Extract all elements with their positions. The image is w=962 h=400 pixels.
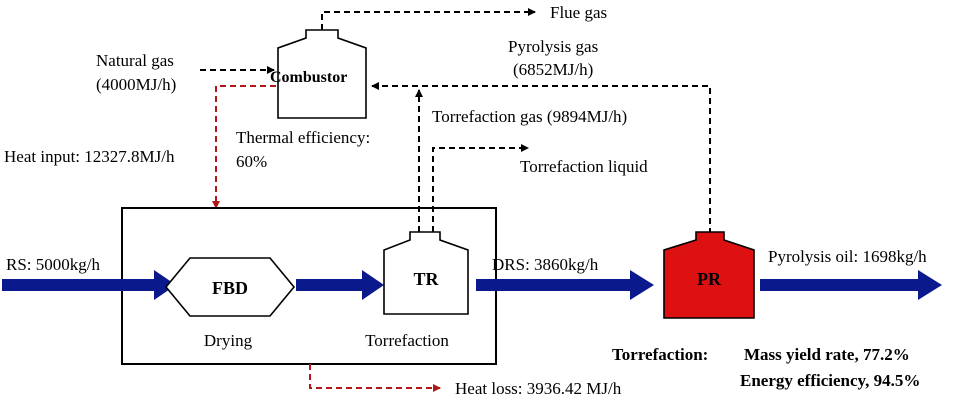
heat-input-line — [212, 85, 276, 209]
tr-label: TR — [413, 269, 439, 289]
torrefaction-summary-label: Torrefaction: — [612, 345, 708, 364]
pyrolysis-gas-label-2: (6852MJ/h) — [513, 60, 593, 79]
pyrolysis-gas-line — [371, 82, 711, 234]
energy-efficiency-label: Energy efficiency, 94.5% — [740, 371, 920, 390]
thermal-efficiency-label-2: 60% — [236, 152, 267, 171]
torrefaction-gas-label: Torrefaction gas (9894MJ/h) — [432, 107, 627, 126]
pr-label: PR — [697, 269, 722, 289]
heat-loss-line — [309, 364, 441, 392]
drying-label: Drying — [204, 331, 253, 350]
fbd-to-tr-arrow — [296, 270, 384, 300]
pyrolysis-gas-label-1: Pyrolysis gas — [508, 37, 598, 56]
heat-input-label: Heat input: 12327.8MJ/h — [4, 147, 175, 166]
drs-flow-arrow — [476, 270, 654, 300]
pr-reactor: PR — [663, 231, 755, 319]
mass-yield-label: Mass yield rate, 77.2% — [744, 345, 910, 364]
pyrolysis-oil-arrow — [760, 270, 942, 300]
torrefaction-label: Torrefaction — [365, 331, 449, 350]
drs-label: DRS: 3860kg/h — [492, 255, 599, 274]
rs-label: RS: 5000kg/h — [6, 255, 100, 274]
flue-gas-label: Flue gas — [550, 3, 607, 22]
natural-gas-label-1: Natural gas — [96, 51, 174, 70]
rs-flow-arrow — [2, 270, 176, 300]
torrefaction-liquid-line — [432, 144, 529, 232]
pyrolysis-oil-label: Pyrolysis oil: 1698kg/h — [768, 247, 927, 266]
fbd-dryer: FBD — [164, 257, 296, 317]
thermal-efficiency-label-1: Thermal efficiency: — [236, 128, 370, 147]
heat-loss-label: Heat loss: 3936.42 MJ/h — [455, 379, 622, 398]
fbd-label: FBD — [212, 278, 248, 298]
flue-gas-line — [321, 8, 536, 30]
combustor-vessel: Combustor — [270, 29, 367, 119]
natural-gas-label-2: (4000MJ/h) — [96, 75, 176, 94]
tr-reactor: TR — [383, 231, 469, 315]
combustor-label: Combustor — [270, 69, 347, 86]
torrefaction-liquid-label: Torrefaction liquid — [520, 157, 648, 176]
